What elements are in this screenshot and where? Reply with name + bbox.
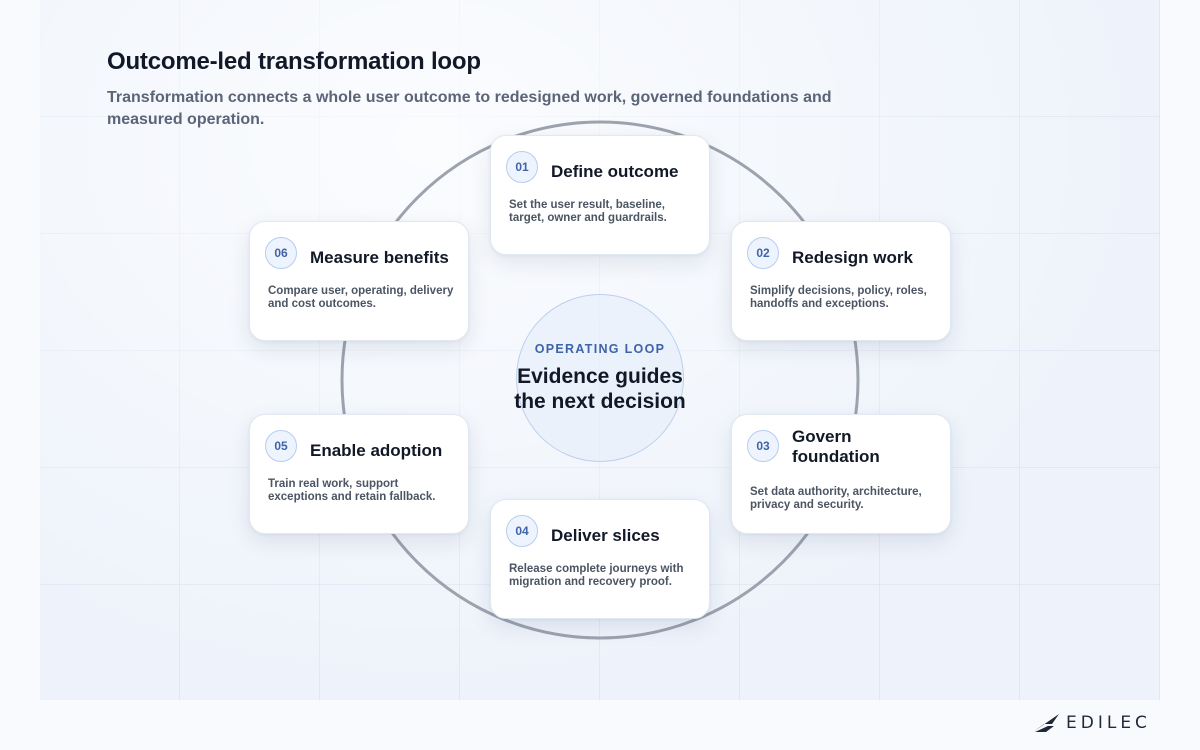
step-description: Compare user, operating, delivery and co… xyxy=(268,285,454,310)
step-title: Deliver slices xyxy=(551,526,660,545)
step-card-define-outcome: 01 Define outcome Set the user result, b… xyxy=(490,135,710,255)
hub-label: OPERATING LOOP xyxy=(534,342,666,356)
step-card-measure-benefits: 06 Measure benefits Compare user, operat… xyxy=(249,221,469,341)
page-title: Outcome-led transformation loop xyxy=(107,48,481,75)
step-number-badge: 02 xyxy=(747,237,779,269)
step-card-enable-adoption: 05 Enable adoption Train real work, supp… xyxy=(249,414,469,534)
loop-ring-circle xyxy=(340,120,860,640)
step-number-badge: 01 xyxy=(506,151,538,183)
step-number-badge: 04 xyxy=(506,515,538,547)
hub-text: Evidence guides the next decision xyxy=(514,365,686,413)
step-description: Simplify decisions, policy, roles, hando… xyxy=(750,285,927,310)
step-title: Measure benefits xyxy=(310,248,449,267)
step-title: Govern foundation xyxy=(792,427,880,466)
step-title: Redesign work xyxy=(792,248,913,267)
brand-mark-icon xyxy=(1033,714,1059,732)
step-number-badge: 06 xyxy=(265,237,297,269)
step-card-redesign-work: 02 Redesign work Simplify decisions, pol… xyxy=(731,221,951,341)
step-title: Enable adoption xyxy=(310,441,443,460)
brand-name: EDILEC xyxy=(1066,713,1151,733)
page-subtitle: Transformation connects a whole user out… xyxy=(107,89,832,128)
operating-loop-hub: OPERATING LOOP Evidence guides the next … xyxy=(514,294,686,462)
step-description: Release complete journeys with migration… xyxy=(509,563,684,588)
brand-logo: EDILEC xyxy=(1032,710,1151,736)
step-number-badge: 05 xyxy=(265,430,297,462)
step-description: Set data authority, architecture, privac… xyxy=(750,486,922,511)
step-description: Set the user result, baseline, target, o… xyxy=(509,199,667,224)
step-card-deliver-slices: 04 Deliver slices Release complete journ… xyxy=(490,499,710,619)
step-number-badge: 03 xyxy=(747,430,779,462)
step-description: Train real work, support exceptions and … xyxy=(268,478,436,503)
step-title: Define outcome xyxy=(551,162,679,181)
step-card-govern-foundation: 03 Govern foundation Set data authority,… xyxy=(731,414,951,534)
